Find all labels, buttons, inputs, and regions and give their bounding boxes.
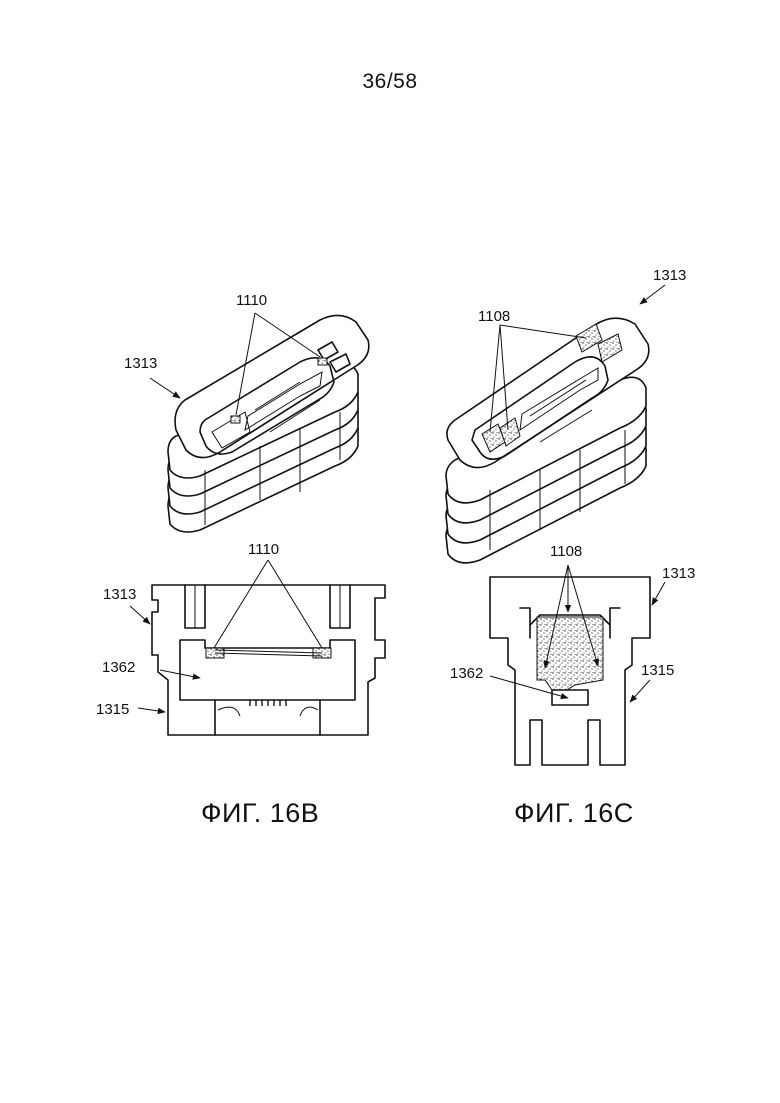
fig16c-section-label-1315: 1315 — [641, 662, 674, 679]
fig16c-section-view — [490, 565, 665, 765]
fig16b-section-label-1362: 1362 — [102, 659, 135, 676]
fig16b-isometric-view — [150, 313, 369, 532]
fig16c-top-label-1313: 1313 — [653, 267, 686, 284]
fig16c-section-label-1313: 1313 — [662, 565, 695, 582]
fig16c-isometric-view — [446, 285, 665, 563]
fig16b-top-label-1313: 1313 — [124, 355, 157, 372]
fig16b-section-label-1313: 1313 — [103, 586, 136, 603]
fig16b-section-label-1110: 1110 — [248, 541, 279, 558]
fig16c-section-label-1108: 1108 — [550, 543, 582, 560]
fig16c-section-label-1362: 1362 — [450, 665, 483, 682]
fig16b-top-label-1110: 1110 — [236, 292, 267, 309]
fig16b-section-label-1315: 1315 — [96, 701, 129, 718]
fig16b-section-view — [130, 560, 385, 735]
fig16c-top-label-1108: 1108 — [478, 308, 510, 325]
fig16c-caption: ФИГ. 16C — [514, 798, 634, 829]
fig16b-caption: ФИГ. 16B — [201, 798, 319, 829]
